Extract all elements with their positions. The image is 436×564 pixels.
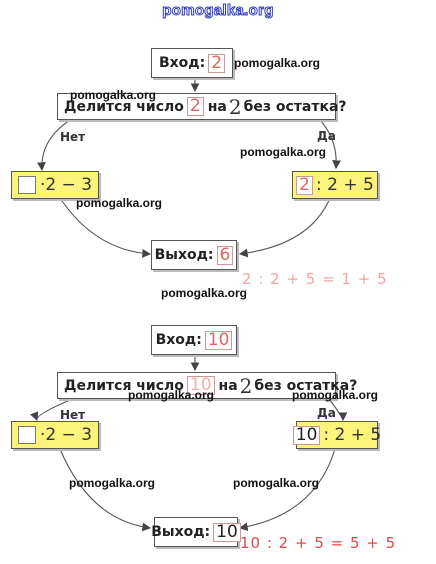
input-label-2: Вход: bbox=[155, 332, 202, 348]
watermark: pomogalka.org bbox=[70, 88, 157, 102]
input-value-1: 2 bbox=[208, 53, 226, 73]
question-prefix-2: Делится число bbox=[64, 377, 184, 394]
question-divisor-1: 2 bbox=[228, 94, 242, 119]
watermark: pomogalka.org bbox=[161, 286, 248, 300]
question-value-1: 2 bbox=[186, 97, 204, 116]
output-value-1: 6 bbox=[216, 245, 234, 265]
empty-cell-1 bbox=[17, 176, 36, 194]
yes-label-2: Да bbox=[317, 406, 336, 420]
left-operation-box-2: ·2 − 3 bbox=[11, 421, 99, 449]
question-suffix-2: без остатка? bbox=[254, 377, 358, 394]
question-divisor-2: 2 bbox=[239, 373, 253, 398]
input-box-1: Вход: 2 bbox=[151, 48, 233, 78]
question-mid-2: на bbox=[218, 377, 238, 394]
site-title[interactable]: pomogalka.org bbox=[162, 2, 274, 20]
right-expression-1: : 2 + 5 bbox=[316, 175, 374, 195]
question-value-2: 10 bbox=[186, 376, 215, 395]
arrow-right-to-output-1 bbox=[238, 197, 331, 258]
output-label-1: Выход: bbox=[154, 247, 214, 263]
output-box-2: Выход: 10 bbox=[151, 517, 241, 547]
no-label-1: Нет bbox=[60, 130, 86, 144]
watermark: pomogalka.org bbox=[234, 56, 321, 70]
arrow-no-1 bbox=[37, 119, 71, 172]
right-expression-2: : 2 + 5 bbox=[323, 425, 382, 445]
watermark: pomogalka.org bbox=[128, 388, 215, 402]
watermark: pomogalka.org bbox=[292, 388, 379, 402]
right-value-1: 2 bbox=[296, 175, 313, 195]
arrow-right-to-output-2 bbox=[238, 448, 336, 532]
equation-2: 10 : 2 + 5 = 5 + 5 bbox=[240, 534, 397, 552]
output-label-2: Выход: bbox=[151, 524, 211, 540]
watermark: pomogalka.org bbox=[69, 476, 156, 490]
input-value-2: 10 bbox=[204, 330, 233, 350]
right-operation-box-2: 10 : 2 + 5 bbox=[292, 421, 382, 449]
question-box-2: Делится число 10 на 2 без остатка? bbox=[57, 372, 357, 399]
left-expression-1: ·2 − 3 bbox=[39, 175, 93, 195]
input-label-1: Вход: bbox=[158, 55, 206, 71]
no-label-2: Нет bbox=[60, 408, 86, 422]
arrow-yes-1 bbox=[319, 119, 341, 170]
equation-1: 2 : 2 + 5 = 1 + 5 bbox=[242, 270, 388, 288]
arrow-left-to-output-1 bbox=[59, 197, 152, 258]
question-suffix-1: без остатка? bbox=[243, 98, 347, 115]
left-operation-box-1: ·2 − 3 bbox=[11, 171, 99, 199]
question-mid-1: на bbox=[207, 98, 227, 115]
arrow-no-2 bbox=[30, 399, 71, 422]
arrow-yes-2 bbox=[329, 399, 348, 422]
empty-cell-2 bbox=[17, 426, 36, 444]
yes-label-1: Да bbox=[317, 129, 336, 143]
arrow-left-to-output-2 bbox=[59, 448, 152, 532]
question-prefix-1: Делится число bbox=[64, 98, 184, 115]
left-expression-2: ·2 − 3 bbox=[39, 425, 93, 445]
right-value-2: 10 bbox=[292, 425, 321, 445]
output-value-2: 10 bbox=[213, 522, 241, 542]
watermark: pomogalka.org bbox=[76, 196, 163, 210]
right-operation-box-1: 2 : 2 + 5 bbox=[292, 171, 378, 199]
question-box-1: Делится число 2 на 2 без остатка? bbox=[57, 93, 347, 120]
watermark: pomogalka.org bbox=[240, 145, 327, 159]
watermark: pomogalka.org bbox=[233, 476, 320, 490]
input-box-2: Вход: 10 bbox=[151, 325, 237, 355]
output-box-1: Выход: 6 bbox=[151, 240, 237, 270]
